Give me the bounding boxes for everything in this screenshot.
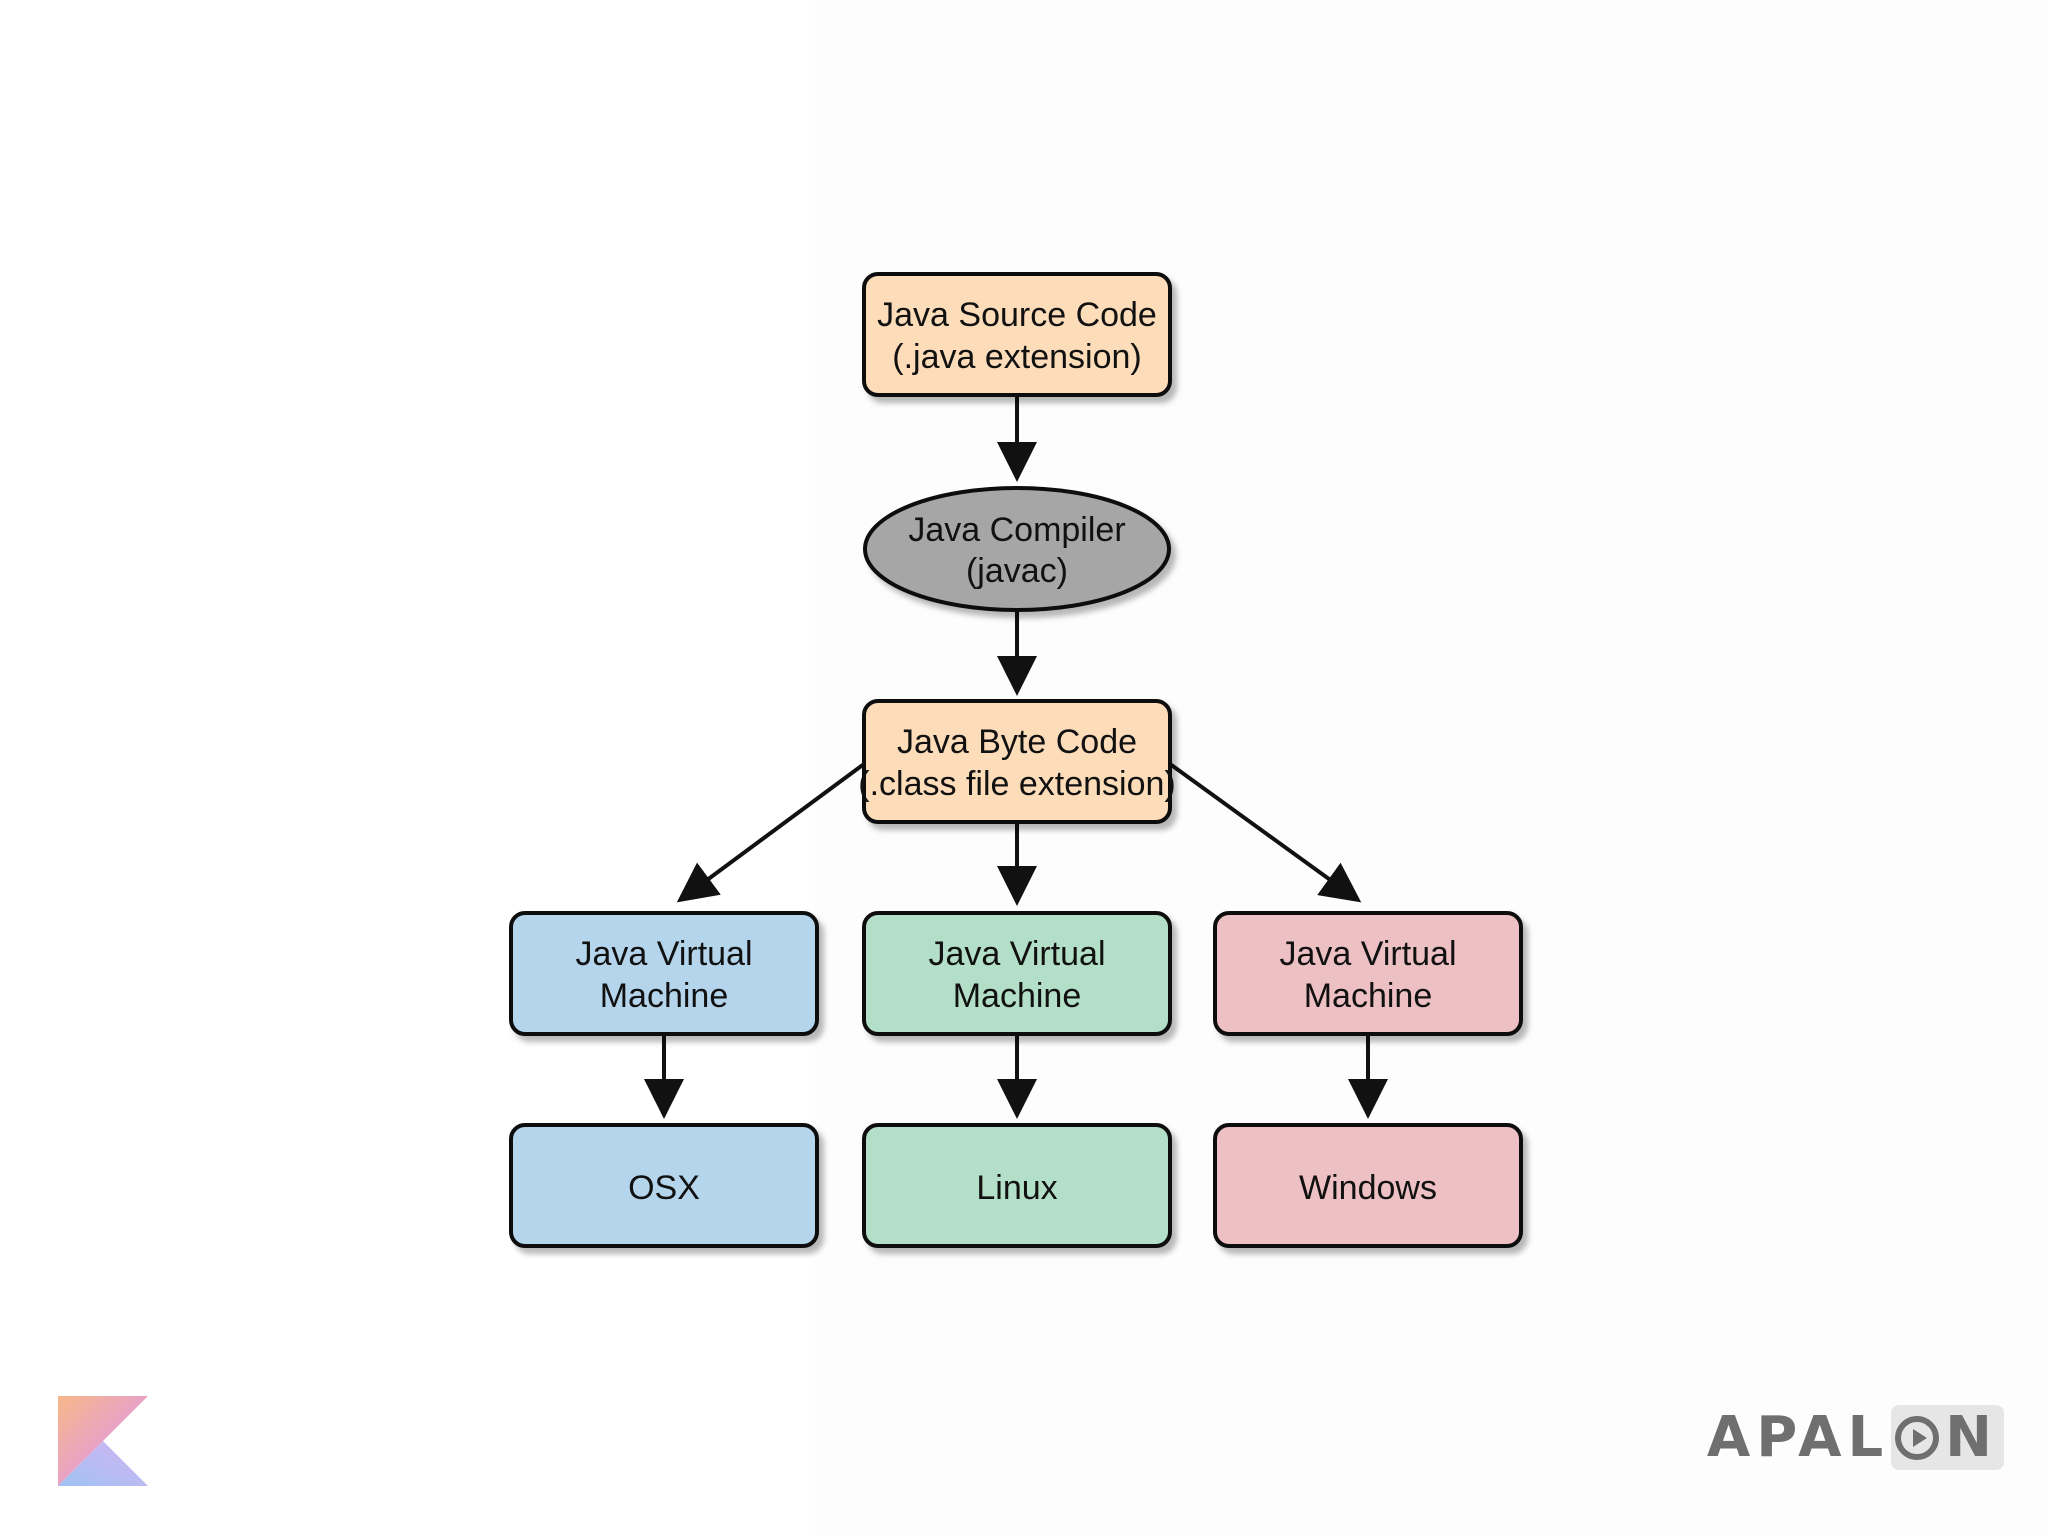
- source-line1: Java Source Code: [877, 296, 1157, 334]
- node-source-code: Java Source Code (.java extension): [862, 272, 1172, 397]
- node-linux: Linux: [862, 1123, 1172, 1248]
- node-compiler: Java Compiler (javac): [863, 486, 1171, 612]
- node-windows: Windows: [1213, 1123, 1523, 1248]
- bytecode-line2: (.class file extension): [858, 765, 1175, 803]
- source-line2: (.java extension): [892, 338, 1141, 376]
- brand-text: APAL: [1706, 1405, 1890, 1470]
- node-jvm-windows: Java Virtual Machine: [1213, 911, 1523, 1036]
- brand-text-end: N: [1945, 1405, 1998, 1470]
- play-circle-icon: [1895, 1415, 1940, 1460]
- jvm-windows-line2: Machine: [1304, 977, 1433, 1015]
- jvm-osx-line1: Java Virtual: [575, 935, 752, 973]
- edge-bytecode-to-jvm-windows: [1168, 762, 1362, 903]
- compiler-line2: (javac): [966, 552, 1068, 590]
- node-jvm-linux: Java Virtual Machine: [862, 911, 1172, 1036]
- node-osx: OSX: [509, 1123, 819, 1248]
- bytecode-line1: Java Byte Code: [897, 723, 1137, 761]
- brand-highlight: N: [1891, 1405, 2004, 1470]
- compiler-line1: Java Compiler: [908, 511, 1125, 549]
- jvm-osx-line2: Machine: [600, 977, 729, 1015]
- linux-label: Linux: [976, 1169, 1057, 1207]
- edges: [644, 396, 1388, 1119]
- osx-label: OSX: [628, 1169, 700, 1207]
- node-jvm-osx: Java Virtual Machine: [509, 911, 819, 1036]
- edge-bytecode-to-jvm-osx: [676, 762, 866, 903]
- jvm-linux-line1: Java Virtual: [928, 935, 1105, 973]
- kotlin-logo-icon: [58, 1396, 148, 1486]
- jvm-linux-line2: Machine: [953, 977, 1082, 1015]
- node-byte-code: Java Byte Code (.class file extension): [858, 699, 1176, 824]
- windows-label: Windows: [1299, 1169, 1437, 1207]
- jvm-windows-line1: Java Virtual: [1279, 935, 1456, 973]
- apalon-logo: APAL N: [1707, 1405, 2004, 1470]
